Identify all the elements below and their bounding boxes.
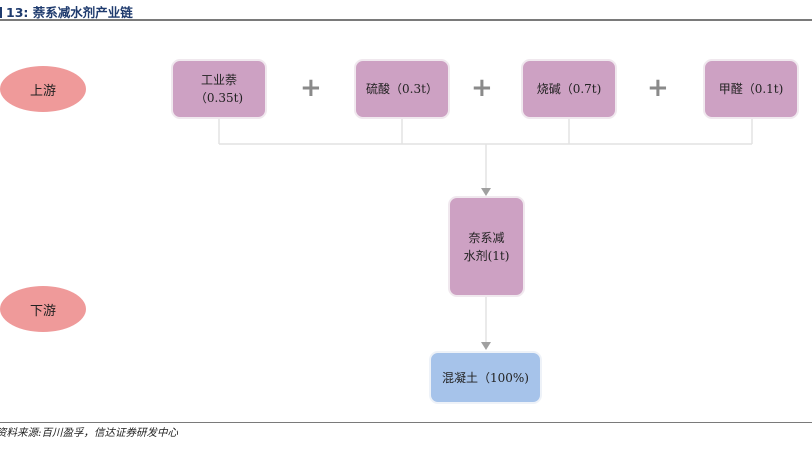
input-box-caustic-soda: 烧碱（0.7t) [521, 59, 617, 119]
top-rule [0, 19, 812, 21]
downstream-label: 下游 [0, 286, 86, 332]
figure-title-text: 萘系减水剂产业链 [32, 5, 133, 20]
input-box-formaldehyde: 甲醛（0.1t) [703, 59, 799, 119]
figure-title: 13: 萘系减水剂产业链 [0, 2, 133, 20]
input-box-industrial-naphthalene: 工业萘 （0.35t) [171, 59, 267, 119]
input-box-sulfuric-acid: 硫酸（0.3t） [354, 59, 450, 119]
arrowhead-to-product [481, 188, 491, 196]
upstream-text: 上游 [29, 83, 56, 99]
arrowhead-to-output [481, 342, 491, 350]
input-name: 甲醛（0.1t) [718, 82, 784, 96]
output-box-concrete: 混凝土（100%) [429, 351, 542, 404]
input-name: 硫酸（0.3t） [366, 82, 438, 96]
output-name: 混凝土（100%) [442, 370, 529, 385]
product-box-naphthalene-superplasticizer: 奈系减水剂(1t) [448, 196, 525, 297]
figure-number: 13: [6, 5, 29, 20]
upstream-label: 上游 [0, 66, 86, 112]
bottom-rule [0, 422, 812, 423]
plus-icon: + [471, 73, 493, 103]
input-name: 烧碱（0.7t) [536, 82, 602, 96]
plus-icon: + [300, 73, 322, 103]
product-name: 奈系减 [468, 230, 505, 245]
input-name: 工业萘 [200, 73, 237, 87]
input-quantity: （0.35t) [194, 91, 244, 105]
title-marker [0, 7, 2, 18]
product-quantity: 水剂(1t) [463, 248, 510, 263]
source-note: 资料来源:百川盈孚，信达证券研发中心 [0, 427, 179, 439]
plus-icon: + [647, 73, 669, 103]
downstream-text: 下游 [29, 303, 56, 319]
